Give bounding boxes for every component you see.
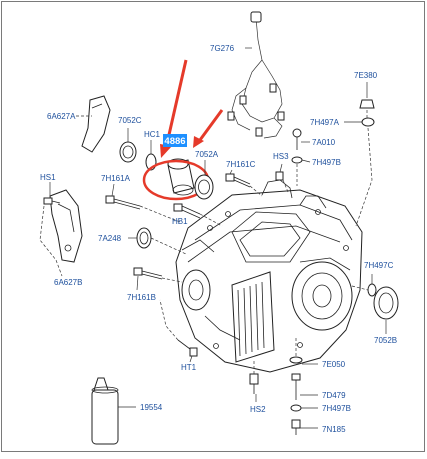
sensor-HS3 [275, 171, 284, 181]
label-HT1: HT1 [181, 363, 197, 372]
label-7D479: 7D479 [322, 391, 346, 400]
bracket-6A627A [81, 95, 111, 153]
plug-7N185 [291, 419, 301, 435]
seal-7052A [194, 174, 214, 200]
oring-7H497B-bottom [290, 404, 302, 412]
label-7H161C: 7H161C [226, 160, 256, 169]
label-HS1: HS1 [40, 173, 56, 182]
label-HS3: HS3 [273, 152, 289, 161]
label-7H497B-top: 7H497B [312, 158, 341, 167]
label-HC1: HC1 [144, 130, 161, 139]
label-7A010: 7A010 [312, 138, 336, 147]
sealant-bottle-19554 [91, 377, 119, 445]
label-6A627A: 6A627A [47, 112, 76, 121]
bolt-7H161C [225, 173, 251, 188]
label-7052B: 7052B [374, 336, 397, 345]
label-7052A: 7052A [195, 150, 219, 159]
bolt-HB1 [173, 203, 201, 219]
seal-7A248 [136, 227, 152, 249]
seal-7052B [373, 286, 399, 320]
transmission-case [175, 179, 363, 373]
bolt-7H161A [105, 195, 141, 210]
seal-7052C [119, 141, 137, 163]
label-7A248: 7A248 [98, 234, 122, 243]
label-7H497B-bottom: 7H497B [322, 404, 351, 413]
label-7N185: 7N185 [322, 425, 346, 434]
label-7052C: 7052C [118, 116, 142, 125]
label-19554: 19554 [140, 403, 163, 412]
bracket-6A627B [49, 189, 83, 263]
oring-7E050 [289, 356, 303, 364]
plug-7A010 [292, 128, 302, 138]
bolt-7H161B [133, 267, 163, 280]
oring-7H497C [367, 283, 377, 297]
tool-HT1 [177, 339, 198, 357]
label-7H497A: 7H497A [310, 118, 340, 127]
oring-7H497B-top [291, 156, 303, 164]
label-HS2: HS2 [250, 405, 266, 414]
label-7E380: 7E380 [354, 71, 378, 80]
label-6A627B: 6A627B [54, 278, 82, 287]
callout-arrows [160, 59, 224, 158]
side-cover-ribs [237, 281, 265, 357]
highlight-label-box [163, 134, 187, 147]
label-7H161A: 7H161A [101, 174, 131, 183]
highlight-label: 4886 [164, 136, 185, 147]
leader-lines [39, 47, 387, 429]
tube-7D479 [291, 373, 301, 400]
part-labels: 6A627A 7052C HC1 7052A HS1 7H161A 7H161C… [40, 44, 397, 434]
wiring-harness [227, 11, 285, 139]
plug-7E380 [359, 99, 375, 109]
bolt-HS1 [43, 197, 61, 205]
label-7G276: 7G276 [210, 44, 235, 53]
sensor-HS2 [249, 373, 259, 394]
oring-7H497A [361, 117, 375, 127]
label-HB1: HB1 [172, 217, 188, 226]
label-7H161B: 7H161B [127, 293, 156, 302]
component-4886 [167, 158, 195, 196]
label-7H497C: 7H497C [364, 261, 394, 270]
label-7E050: 7E050 [322, 360, 346, 369]
